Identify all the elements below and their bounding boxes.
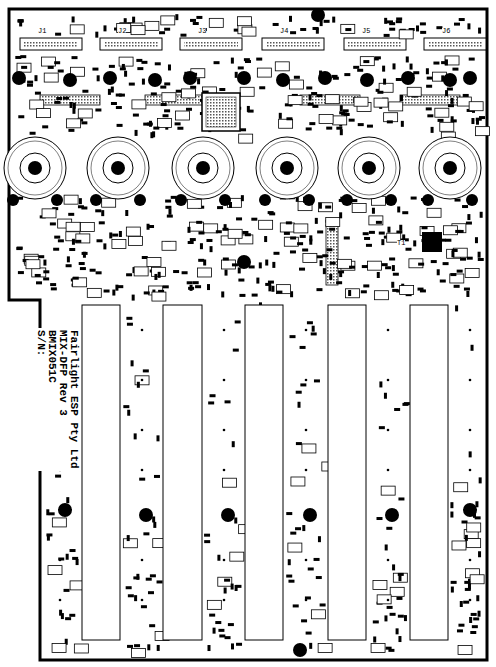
board-marking: Fairlight ESP Pty LtdMIX-DFP Rev 3BMIX05… (34, 328, 80, 471)
maker-text: S/N: (35, 330, 46, 469)
maker-text: BMIX051C (46, 330, 57, 469)
mounting-holes (12, 8, 477, 657)
board-outline (9, 9, 487, 660)
ref-designator: J5 (362, 28, 370, 35)
rotary-encoders (4, 137, 481, 206)
ref-designator: J6 (442, 28, 450, 35)
power-ic (422, 232, 442, 252)
ref-designator: J4 (280, 28, 288, 35)
main-ic (202, 93, 240, 131)
maker-text: Fairlight ESP Pty Ltd (68, 330, 79, 469)
maker-text: MIX-DFP Rev 3 (57, 330, 68, 469)
fader-slots (82, 305, 448, 640)
ref-designator: J1 (38, 28, 46, 35)
ref-designator: J2 (118, 28, 126, 35)
component-footprints (15, 14, 489, 657)
ref-designator: T1 (397, 240, 405, 247)
ref-designator: J3 (198, 28, 206, 35)
